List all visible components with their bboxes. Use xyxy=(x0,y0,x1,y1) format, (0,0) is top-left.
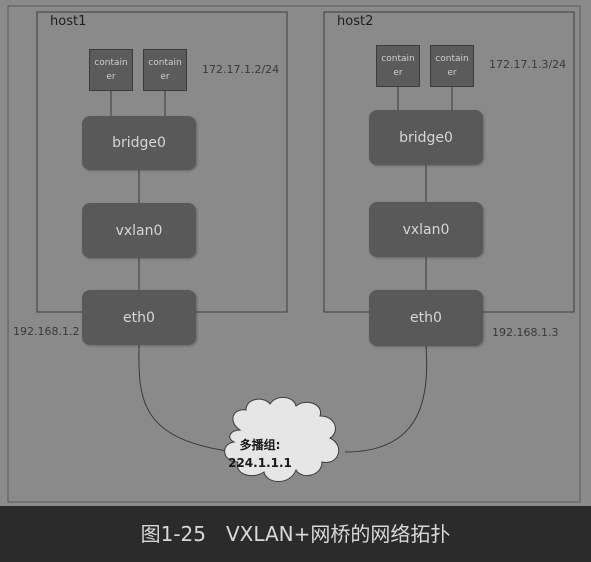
diagram-lines xyxy=(7,5,581,503)
host1-eth0: eth0 xyxy=(82,290,196,345)
host2-eth0: eth0 xyxy=(369,290,483,346)
host2-vxlan0: vxlan0 xyxy=(369,202,483,257)
host1-ip: 192.168.1.2 xyxy=(13,325,80,338)
host1-label: host1 xyxy=(50,14,87,29)
multicast-address: 224.1.1.1 xyxy=(228,456,292,470)
host2-container-subnet: 172.17.1.3/24 xyxy=(489,58,567,71)
host1-vxlan0: vxlan0 xyxy=(82,203,196,258)
cloud-shape xyxy=(224,397,340,482)
multicast-group: 多播组: 224.1.1.1 xyxy=(228,436,292,472)
multicast-label: 多播组: xyxy=(239,438,281,452)
host2-eth-cloud-link xyxy=(344,345,428,453)
host1-container-subnet: 172.17.1.2/24 xyxy=(202,63,280,76)
host2-ip: 192.168.1.3 xyxy=(492,326,559,339)
figure-caption: 图1-25 VXLAN+网桥的网络拓扑 xyxy=(140,522,451,546)
host2-label: host2 xyxy=(337,14,374,29)
host2-bridge0: bridge0 xyxy=(369,110,483,165)
host1-eth-cloud-link xyxy=(138,344,236,453)
host1-bridge0: bridge0 xyxy=(82,116,196,170)
outer-frame xyxy=(7,5,581,503)
